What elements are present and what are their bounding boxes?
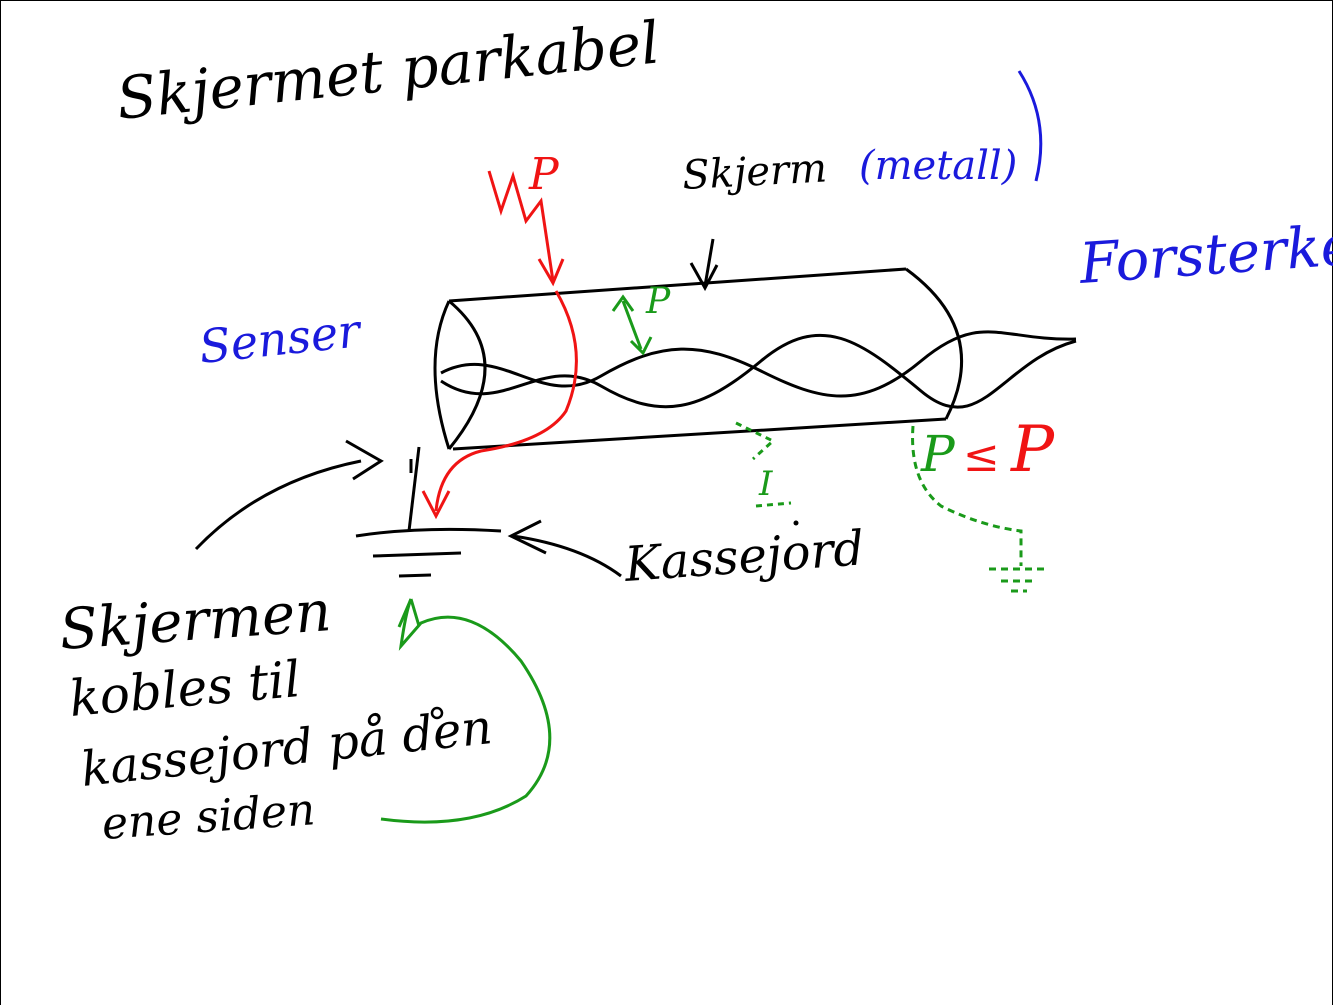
shield-drain-wire [407,446,421,532]
shield-label: Skjerm [681,145,828,199]
diagram-title: Skjermet parkabel [113,8,662,133]
note-arrow [194,439,384,551]
relation-right-power: P [1010,413,1055,487]
shield-material-label: (metall) [859,143,1017,189]
note-line-4: ene siden [100,784,317,850]
twisted-pair [440,330,1077,409]
sensor-label: Senser [197,303,366,374]
case-ground-icon [355,527,502,578]
blue-bracket [1017,70,1043,182]
inner-power-arrow [611,294,653,356]
relation-symbol: ≤ [963,431,1000,482]
note-line-2: kobles til [67,650,303,728]
shield-pointer-arrow [689,238,719,292]
interference-power-label: P [528,149,560,200]
dot-mark [793,520,799,526]
relation-left-power: P [920,425,956,483]
green-loop-arrow [380,598,552,824]
ring-mark [430,706,444,720]
case-ground-label: Kassejord [622,520,866,593]
current-indicator [735,421,792,508]
current-label: I [758,464,773,504]
case-ground-arrow [507,519,622,578]
inner-power-label: P [645,281,671,322]
green-loop-arrowhead [397,598,421,628]
amplifier-label: Forsterker [1076,211,1333,297]
interference-path [421,170,578,520]
amplifier-side-ground [911,425,1049,593]
